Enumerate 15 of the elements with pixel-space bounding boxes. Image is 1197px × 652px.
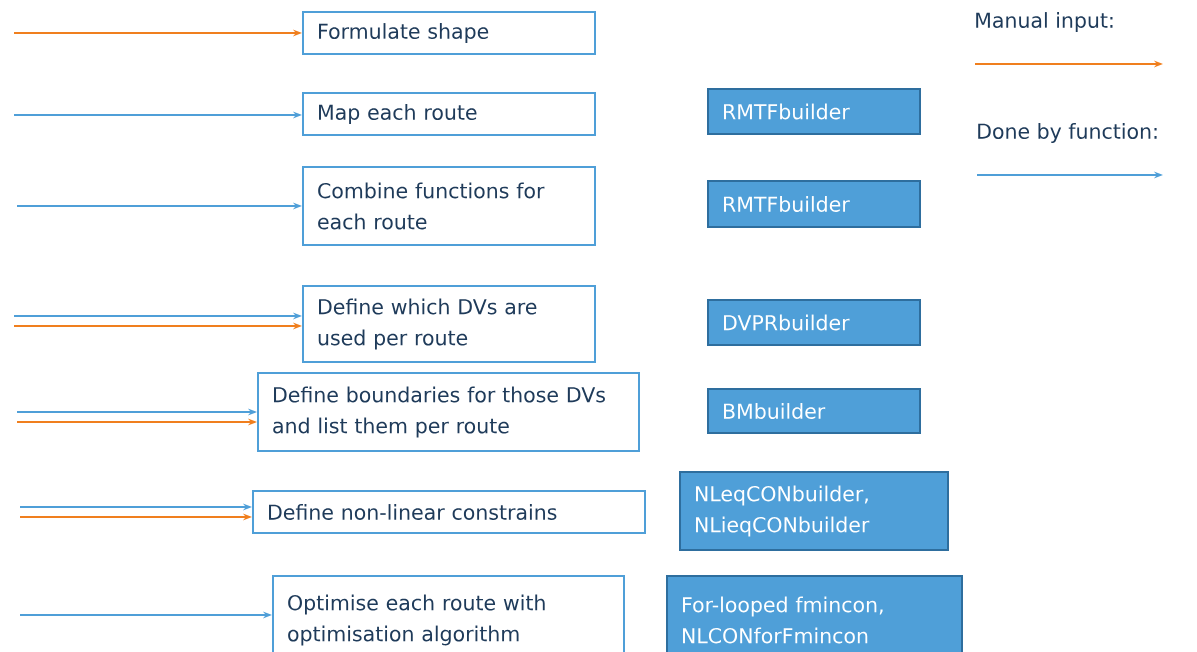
process-box: Optimise each route with optimisation algorithm (272, 575, 625, 652)
process-box: Map each route (302, 92, 596, 136)
function-box: NLeqCONbuilder, NLieqCONbuilder (679, 471, 949, 551)
legend-label: Manual input: (976, 12, 1113, 32)
function-box: For-looped fmincon, NLCONforFmincon (666, 575, 963, 652)
function-box: BMbuilder (707, 388, 921, 434)
legend-label: Done by function: (978, 123, 1157, 143)
process-box: Define boundaries for those DVs and list them per route (257, 372, 640, 452)
function-box: RMTFbuilder (707, 88, 921, 135)
process-box: Combine functions for each route (302, 166, 596, 246)
process-box: Define which DVs are used per route (302, 285, 596, 363)
process-box: Formulate shape (302, 11, 596, 55)
process-box: Define non-linear constrains (252, 490, 646, 534)
function-box: DVPRbuilder (707, 299, 921, 346)
function-box: RMTFbuilder (707, 180, 921, 228)
